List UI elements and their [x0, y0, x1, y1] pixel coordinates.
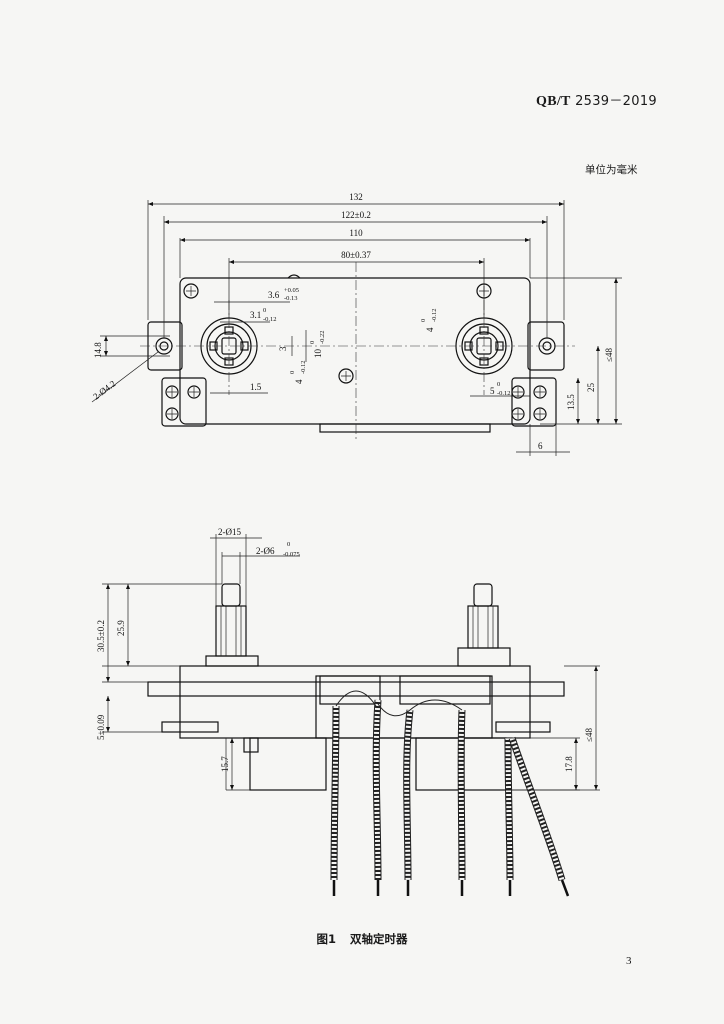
dim-mount-holes: 2-Ø4.2: [91, 378, 117, 401]
tol-tip-upper: 0: [287, 541, 290, 548]
dim-5: 5: [490, 386, 495, 396]
top-view: 132 122±0.2 110 80±0.37 3.6 +0.05 -0.13 …: [91, 192, 622, 456]
ext-shaft-dia: [215, 534, 247, 606]
mount-flange: [147, 681, 565, 697]
dim-max-height-side: ≤48: [584, 728, 594, 742]
terminal-housing-right: [399, 675, 491, 705]
dim-122: 122±0.2: [341, 210, 371, 220]
tol-4-left-lower: -0.12: [300, 360, 307, 374]
tol-4-right-upper: 0: [420, 319, 427, 322]
tol-5-lower: -0.12: [497, 390, 511, 397]
tol-5-upper: 0: [497, 381, 500, 388]
ext-15-7: [225, 738, 250, 791]
dim-25: 25: [586, 383, 596, 393]
dim-14-8: 14.8: [93, 342, 103, 358]
dim-10: 10: [313, 349, 323, 359]
lead-wires: [330, 690, 570, 897]
dim-4-right: 4: [425, 327, 435, 332]
left-shaft-body: [215, 605, 247, 657]
unit-note: 单位为毫米: [585, 164, 638, 176]
dim-6: 6: [538, 441, 543, 451]
tol-10-upper: 0: [309, 341, 316, 344]
tol-4-left-upper: 0: [289, 371, 296, 374]
dim-80: 80±0.37: [341, 250, 371, 260]
dim-motor-right: 17.8: [564, 756, 574, 772]
extension-lines: [147, 200, 565, 338]
tol-3-6-lower: -0.13: [284, 295, 298, 302]
ext-48-top: [530, 277, 622, 425]
terminal-block: [315, 675, 493, 739]
terminal-housing-left: [319, 675, 381, 705]
dim-3-6: 3.6: [268, 290, 280, 300]
dim-tip-dia: 2-Ø6: [256, 546, 275, 556]
ext-side-left: [102, 583, 222, 733]
dim-13-5: 13.5: [566, 394, 576, 410]
right-shaft-body: [467, 605, 499, 649]
left-shaft-tip: [221, 583, 241, 607]
dim-motor-left: 15.7: [220, 756, 230, 772]
left-lower-ear: [161, 377, 207, 427]
ext-48-side: [506, 665, 600, 791]
top-notch: [287, 274, 301, 279]
figure-number: 图1: [316, 932, 336, 946]
ext-6: [529, 424, 557, 456]
standard-number: 2539－2019: [575, 94, 657, 109]
dim-4-left: 4: [294, 379, 304, 384]
dim-110: 110: [349, 228, 363, 238]
bottom-lip: [319, 423, 491, 433]
lower-tab-right: [495, 721, 551, 733]
dim-shaft-length-inner: 25.9: [116, 620, 126, 636]
dim-max-height-top: ≤48: [604, 348, 614, 362]
standard-header: QB/T 2539－2019: [536, 90, 657, 110]
lower-tab-left: [161, 721, 219, 733]
dim-shaft-dia: 2-Ø15: [218, 527, 241, 537]
dim-1-5: 1.5: [250, 382, 262, 392]
left-shaft-splines: [220, 606, 242, 656]
tol-10-lower: -0.22: [319, 330, 326, 344]
tol-3-1-upper: 0: [263, 307, 266, 314]
dim-3: 3: [278, 346, 288, 351]
dim-3-1: 3.1: [250, 310, 261, 320]
figure-title: 双轴定时器: [350, 932, 408, 946]
page-number: 3: [626, 955, 632, 967]
tol-tip-lower: -0.075: [283, 551, 300, 558]
tol-3-6-upper: +0.05: [284, 287, 299, 294]
motor-left: [249, 737, 327, 791]
side-body: [179, 665, 531, 739]
left-shaft-collar: [205, 655, 259, 667]
tol-3-1-lower: -0.12: [263, 316, 277, 323]
tol-4-right-lower: -0.12: [431, 308, 438, 322]
dim-132: 132: [349, 192, 363, 202]
leader-hole: [91, 351, 159, 403]
dim-flange-thickness: 5±0.09: [96, 714, 106, 740]
figure-caption: 图1 双轴定时器: [0, 931, 724, 947]
right-shaft-collar: [457, 647, 511, 667]
motor-cap: [243, 737, 259, 753]
standard-code: QB/T: [536, 94, 571, 109]
right-shaft-splines: [472, 606, 494, 648]
side-view: 2-Ø15 2-Ø6 0 -0.075 30.5±0.2 25.9 5±0.09…: [96, 527, 600, 897]
right-shaft-tip: [473, 583, 493, 607]
dim-shaft-length: 30.5±0.2: [96, 620, 106, 652]
ext-14-8: [100, 335, 170, 357]
right-lower-ear: [511, 377, 557, 427]
